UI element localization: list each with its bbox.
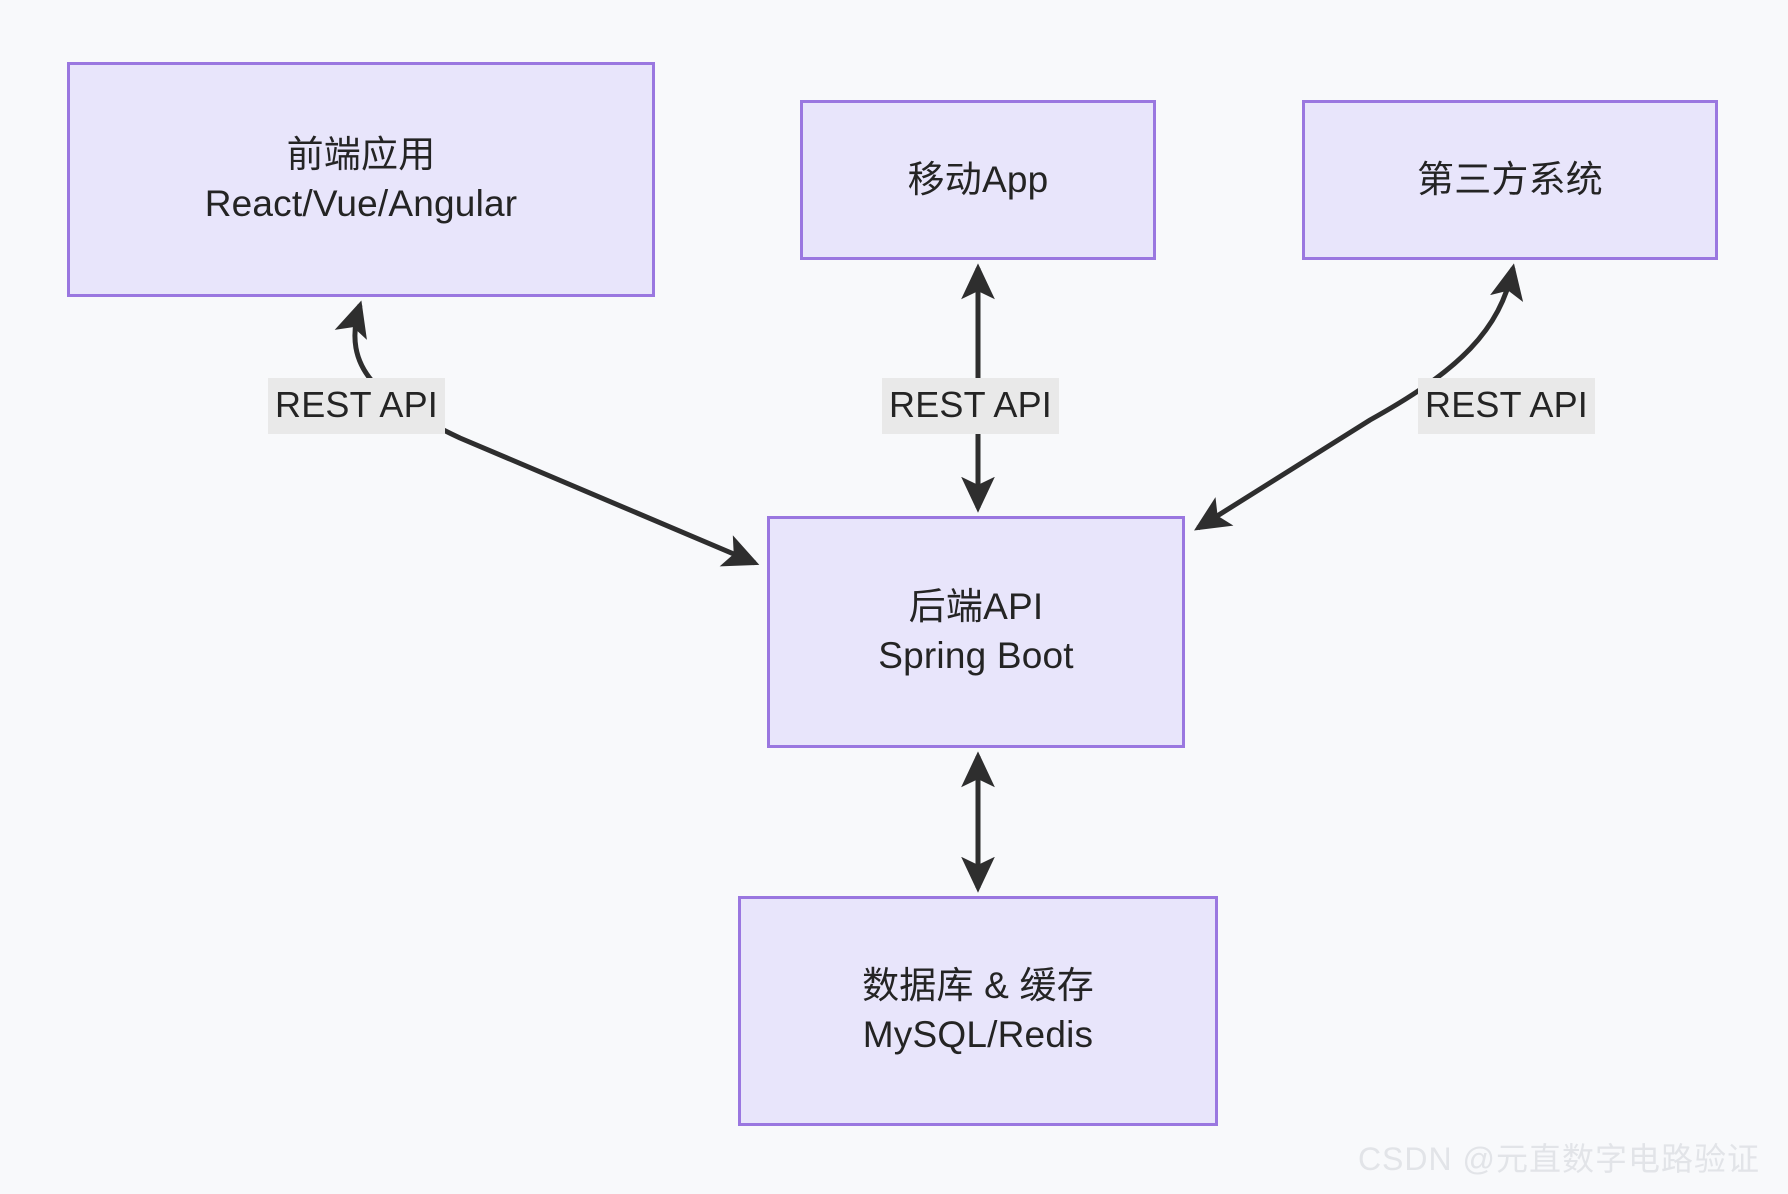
database-cache-node-line2: MySQL/Redis bbox=[862, 1014, 1094, 1055]
mobile-app-node-line1: 移动App bbox=[907, 158, 1049, 200]
edge-label-frontend-backend: REST API bbox=[268, 378, 446, 434]
edge-label-thirdparty-backend: REST API bbox=[1418, 378, 1596, 434]
edge-path-frontend-backend bbox=[334, 300, 760, 567]
third-party-system-node[interactable]: 第三方系统 bbox=[1302, 100, 1718, 260]
edge-label-mobile-backend: REST API bbox=[882, 378, 1060, 434]
mobile-app-node[interactable]: 移动App bbox=[800, 100, 1156, 260]
frontend-app-node-line2: React/Vue/Angular bbox=[204, 182, 518, 224]
frontend-app-node[interactable]: 前端应用 React/Vue/Angular bbox=[67, 62, 655, 297]
backend-api-node[interactable]: 后端API Spring Boot bbox=[767, 516, 1185, 748]
third-party-system-node-line1: 第三方系统 bbox=[1417, 158, 1603, 200]
backend-api-node-line1: 后端API bbox=[908, 586, 1044, 628]
backend-api-node-line2: Spring Boot bbox=[878, 635, 1074, 676]
csdn-watermark: CSDN @元直数字电路验证 bbox=[1357, 1141, 1760, 1177]
frontend-app-node-line1: 前端应用 bbox=[286, 133, 436, 175]
database-cache-node[interactable]: 数据库 & 缓存 MySQL/Redis bbox=[738, 896, 1218, 1126]
database-cache-node-line1: 数据库 & 缓存 bbox=[862, 965, 1094, 1007]
